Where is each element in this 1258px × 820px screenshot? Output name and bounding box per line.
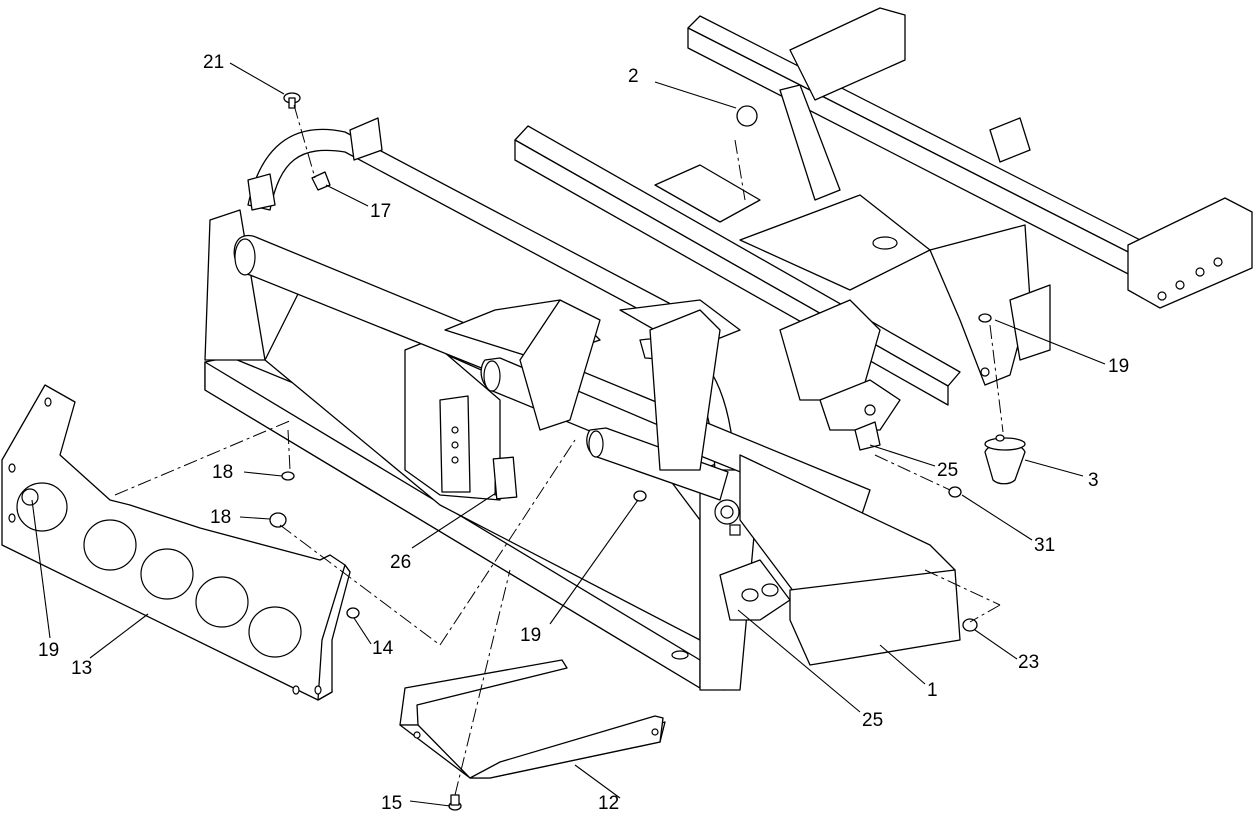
callout-18-lower: 18 <box>210 507 231 528</box>
lift-arms <box>444 299 990 471</box>
bumper-plate <box>1 384 351 701</box>
hardware <box>269 92 1026 811</box>
callout-17: 17 <box>370 201 391 222</box>
skid-plate <box>399 659 666 779</box>
rear-frame-rails <box>514 7 1253 406</box>
leader-lines <box>31 62 1106 807</box>
callout-2: 2 <box>628 66 639 87</box>
callout-25-upper: 25 <box>937 460 958 481</box>
callout-15: 15 <box>381 793 402 814</box>
main-frame <box>204 209 761 691</box>
callout-19-middle: 19 <box>520 625 541 646</box>
callout-19-upper: 19 <box>1108 356 1129 377</box>
callout-1: 1 <box>927 680 938 701</box>
callout-labels: 21 2 17 19 3 25 31 18 18 26 19 19 13 14 … <box>38 52 1129 814</box>
assembly-lines <box>114 104 1004 796</box>
callout-12: 12 <box>598 793 619 814</box>
callout-31: 31 <box>1034 535 1055 556</box>
callout-13: 13 <box>71 658 92 679</box>
callout-23: 23 <box>1018 652 1039 673</box>
callout-21: 21 <box>203 52 224 73</box>
callout-3: 3 <box>1088 470 1099 491</box>
callout-19-left: 19 <box>38 640 59 661</box>
callout-26: 26 <box>390 552 411 573</box>
callout-14: 14 <box>372 638 394 659</box>
callout-25-lower: 25 <box>862 710 883 731</box>
floor-pan <box>719 454 961 666</box>
callout-18-upper: 18 <box>212 462 233 483</box>
